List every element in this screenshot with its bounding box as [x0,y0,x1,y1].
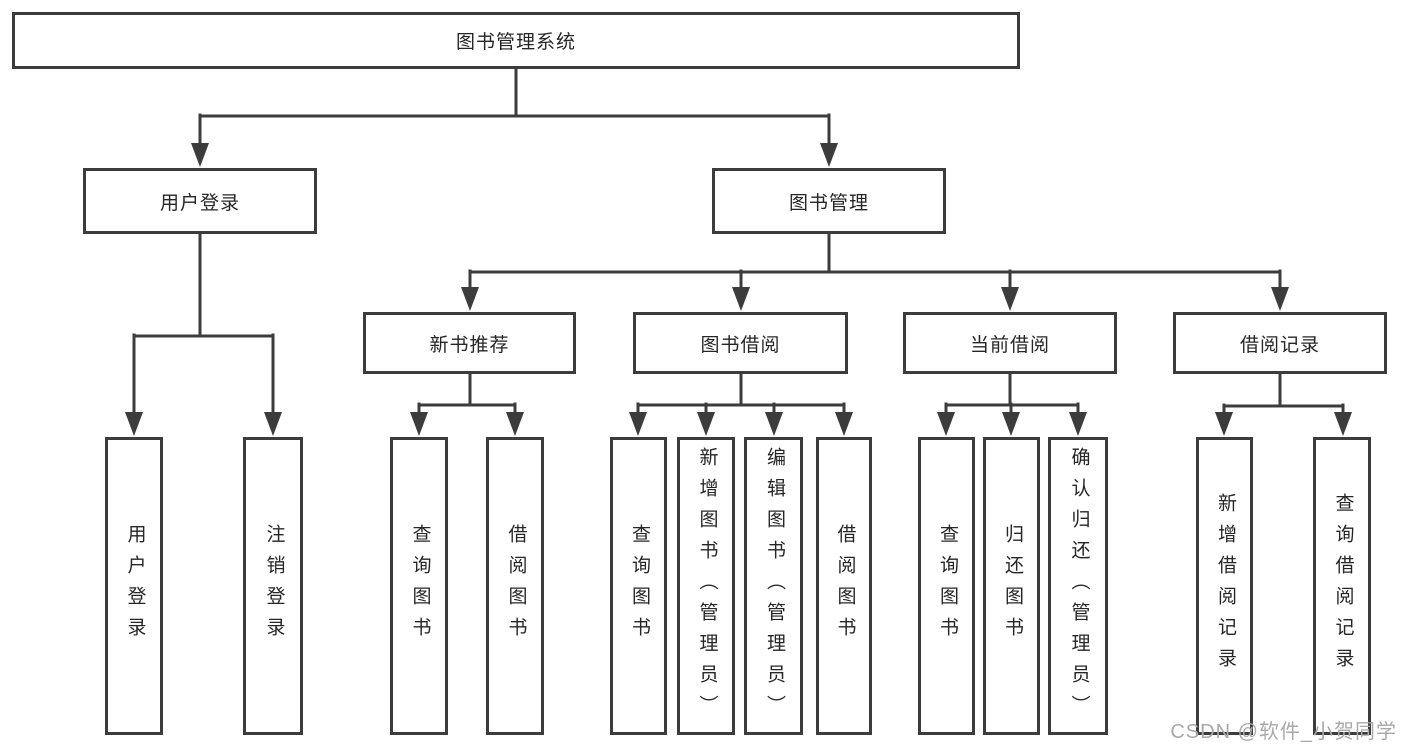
leaf-edit-book-admin: 编辑图书（管理员） [744,437,803,735]
node-new-book-recommend: 新书推荐 [363,312,576,374]
leaf-add-book-admin: 新增图书（管理员） [677,437,735,735]
node-label: 查询图书 [409,524,431,648]
leaf-query-books-recommend: 查询图书 [390,437,448,735]
node-label: 注销登录 [263,524,285,648]
node-label: 图书管理 [788,192,869,214]
node-label: 当前借阅 [969,334,1050,356]
node-label: 新增图书（管理员） [696,446,718,726]
leaf-query-books-current: 查询图书 [918,437,975,735]
node-label: 用户登录 [159,192,240,214]
node-label: 查询图书 [936,524,958,648]
node-label: 编辑图书（管理员） [763,446,785,726]
leaf-confirm-return-admin: 确认归还（管理员） [1048,437,1108,735]
leaf-borrow-books-recommend: 借阅图书 [486,437,544,735]
leaf-borrow-books: 借阅图书 [816,437,872,735]
csdn-watermark: CSDN @软件_小贺同学 [1170,721,1397,743]
leaf-return-books: 归还图书 [983,437,1040,735]
node-label: 用户登录 [124,524,146,648]
node-label: 查询图书 [628,524,650,648]
node-label: 新增借阅记录 [1214,493,1236,679]
node-label: 图书管理系统 [455,32,576,53]
leaf-query-books-borrow: 查询图书 [610,437,667,735]
node-label: 借阅图书 [834,524,856,648]
node-label: 确认归还（管理员） [1068,446,1090,726]
node-label: 借阅图书 [505,524,527,648]
node-current-borrow: 当前借阅 [903,312,1117,374]
node-label: 查询借阅记录 [1332,493,1354,679]
leaf-logout: 注销登录 [243,437,303,735]
node-root-library-system: 图书管理系统 [12,12,1020,69]
node-label: 归还图书 [1001,524,1023,648]
node-book-management: 图书管理 [712,168,946,234]
leaf-user-login: 用户登录 [105,437,163,735]
node-user-login: 用户登录 [83,168,317,234]
node-label: 图书借阅 [700,334,781,356]
leaf-query-borrow-record: 查询借阅记录 [1313,437,1371,735]
node-borrow-records: 借阅记录 [1173,312,1387,374]
node-label: 借阅记录 [1239,334,1320,356]
node-label: 新书推荐 [429,334,510,356]
node-book-borrow: 图书借阅 [633,312,848,374]
leaf-add-borrow-record: 新增借阅记录 [1196,437,1253,735]
